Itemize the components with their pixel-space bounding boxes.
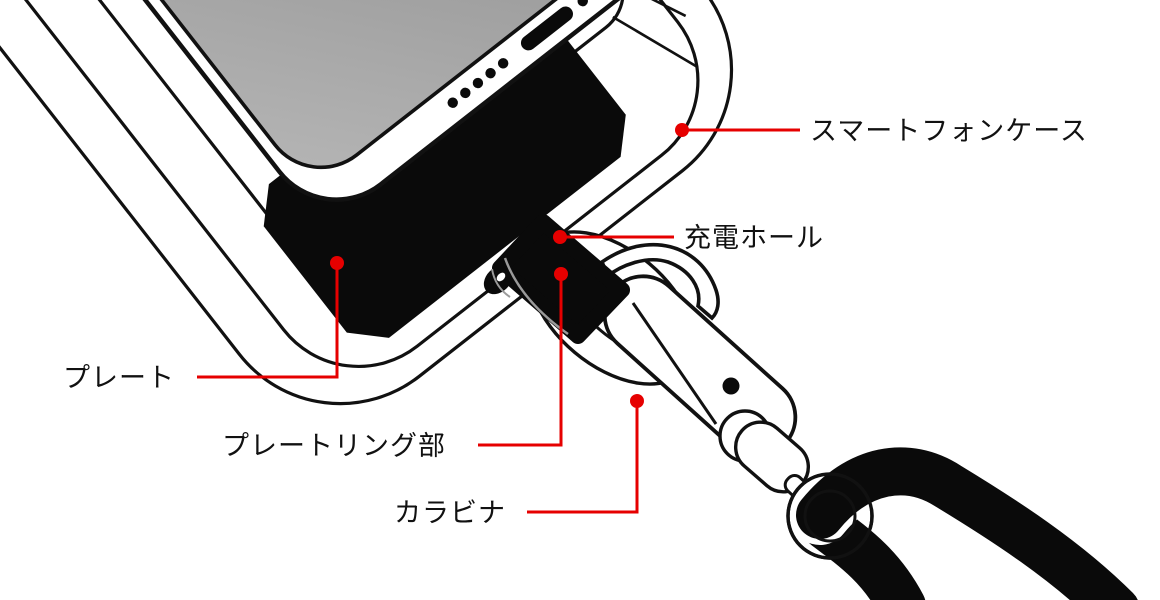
plate-shape bbox=[263, 3, 626, 338]
charging-port bbox=[520, 6, 573, 51]
leader-ring bbox=[478, 274, 563, 447]
leader-carabiner bbox=[527, 401, 639, 514]
phone-body bbox=[0, 0, 707, 202]
strap-fold-gap bbox=[496, 272, 506, 282]
strap-ring-outline bbox=[786, 472, 874, 560]
leader-plate bbox=[197, 263, 339, 379]
label-plate: プレート bbox=[63, 363, 175, 393]
strap-fold-line bbox=[503, 257, 569, 336]
leader-lines bbox=[197, 128, 800, 514]
strap-cord-upper bbox=[796, 447, 1138, 600]
carabiner-rivet bbox=[722, 377, 740, 395]
label-smartphone-case: スマートフォンケース bbox=[810, 116, 1088, 146]
label-carabiner: カラビナ bbox=[394, 498, 506, 528]
leader-dot-ring bbox=[554, 267, 568, 281]
speaker-holes-left bbox=[447, 58, 509, 108]
leader-dot-case bbox=[675, 123, 689, 137]
phone-and-case-group bbox=[0, 0, 734, 406]
label-charging-hole: 充電ホール bbox=[684, 223, 824, 253]
speaker-holes-right bbox=[577, 0, 588, 7]
carabiner-gate bbox=[631, 302, 718, 425]
leader-dots bbox=[330, 123, 689, 408]
phone-screen bbox=[0, 0, 679, 170]
leader-dot-plate bbox=[330, 256, 344, 270]
case-corner-detail bbox=[605, 0, 699, 69]
label-plate-ring: プレートリング部 bbox=[222, 431, 446, 461]
leader-dot-hole bbox=[553, 230, 567, 244]
carabiner-hook bbox=[599, 242, 720, 321]
leader-dot-carabiner bbox=[630, 394, 644, 408]
strap-ring-inner-outline bbox=[803, 489, 857, 543]
